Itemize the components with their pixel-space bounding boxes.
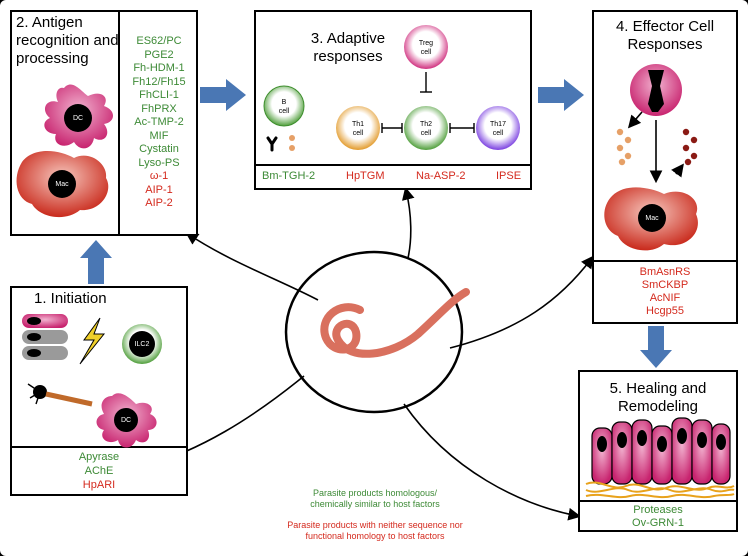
product-hpari: HpARI [82,479,116,491]
panel1-title: 1. Initiation [34,290,107,307]
arrow-panel1-to-panel2 [80,240,112,284]
panel4-title-line2: Responses [627,36,703,53]
panel3-divider [256,164,530,166]
panel2-divider [118,12,120,234]
product-bm-tgh-2: Bm-TGH-2 [262,170,316,182]
legend-homologous-line1: Parasite products homologous/ [312,488,438,498]
product-proteases: Proteases [633,504,683,516]
legend-non-homologous: Parasite products with neither sequence … [270,520,480,542]
product-acnif: AcNIF [649,292,681,304]
parasite-node [284,250,470,414]
arrow-to-panel5 [403,403,582,521]
product-cystatin: Cystatin [139,143,179,155]
panel4-title-line1: 4. Effector Cell [615,18,715,35]
product-es62-pc: ES62/PC [136,35,182,47]
arrow-panel3-to-panel4 [538,79,584,111]
product-aip-2: AIP-2 [145,197,173,209]
panel2-title: 2. Antigen recognition and processing [16,14,120,68]
product-omega-1: ω-1 [149,170,169,182]
product-hcgp55: Hcgp55 [646,305,684,317]
flow-arrows [80,79,672,368]
product-lyso-ps: Lyso-PS [138,156,180,169]
product-fh-hdm-1: Fh-HDM-1 [133,62,185,74]
panel5-title-line1: 5. Healing and [609,380,707,397]
panel1-product-list: Apyrase AChE HpARI [12,450,186,492]
product-pge2: PGE2 [144,48,174,61]
panel1-divider [12,446,186,448]
product-mif: MIF [149,129,169,142]
panel3-title-line1: 3. Adaptive [310,30,386,47]
product-aip-1: AIP-1 [145,183,173,196]
legend-non-homologous-line2: functional homology to host factors [305,531,445,541]
panel5-product-list: Proteases Ov-GRN-1 [580,504,736,530]
product-fhprx: FhPRX [141,102,177,115]
product-ache: AChE [84,465,114,477]
product-bmasnrs: BmAsnRS [639,266,691,278]
arrow-to-panel2 [185,232,319,301]
panel3-title: 3. Adaptive responses [288,30,408,66]
product-fhcli-1: FhCLI-1 [139,89,179,101]
product-ipse: IPSE [496,170,522,182]
legend-homologous: Parasite products homologous/ chemically… [270,488,480,510]
panel2-title-line3: processing [16,50,89,67]
panel5-divider [580,500,736,502]
panel2-product-list: ES62/PC PGE2 Fh-HDM-1 Fh12/Fh15 FhCLI-1 … [120,35,198,211]
arrow-panel2-to-panel3 [200,79,246,111]
product-ov-grn-1: Ov-GRN-1 [632,517,684,529]
panel2-title-line2: recognition and [16,32,119,49]
panel-effector-cell-responses [592,10,738,324]
panel3-title-line2: responses [313,48,383,65]
product-hptgm: HpTGM [346,170,385,182]
product-na-asp-2: Na-ASP-2 [416,170,466,182]
arrow-to-panel3 [402,186,415,259]
legend-non-homologous-line1: Parasite products with neither sequence … [287,520,463,530]
panel4-title: 4. Effector Cell Responses [596,18,734,54]
product-smckbp: SmCKBP [641,279,689,291]
arrow-to-panel4 [449,255,594,349]
legend-homologous-line2: chemically similar to host factors [310,499,440,509]
panel2-title-line1: 2. Antigen [16,14,83,31]
panel4-product-list: BmAsnRS SmCKBP AcNIF Hcgp55 [594,266,736,318]
panel4-divider [594,260,736,262]
arrow-panel4-to-panel5 [640,326,672,368]
product-ac-tmp-2: Ac-TMP-2 [134,116,184,128]
panel5-title: 5. Healing and Remodeling [580,380,736,416]
product-fh12-fh15: Fh12/Fh15 [132,75,186,88]
product-apyrase: Apyrase [78,451,120,463]
panel5-title-line2: Remodeling [617,398,699,415]
